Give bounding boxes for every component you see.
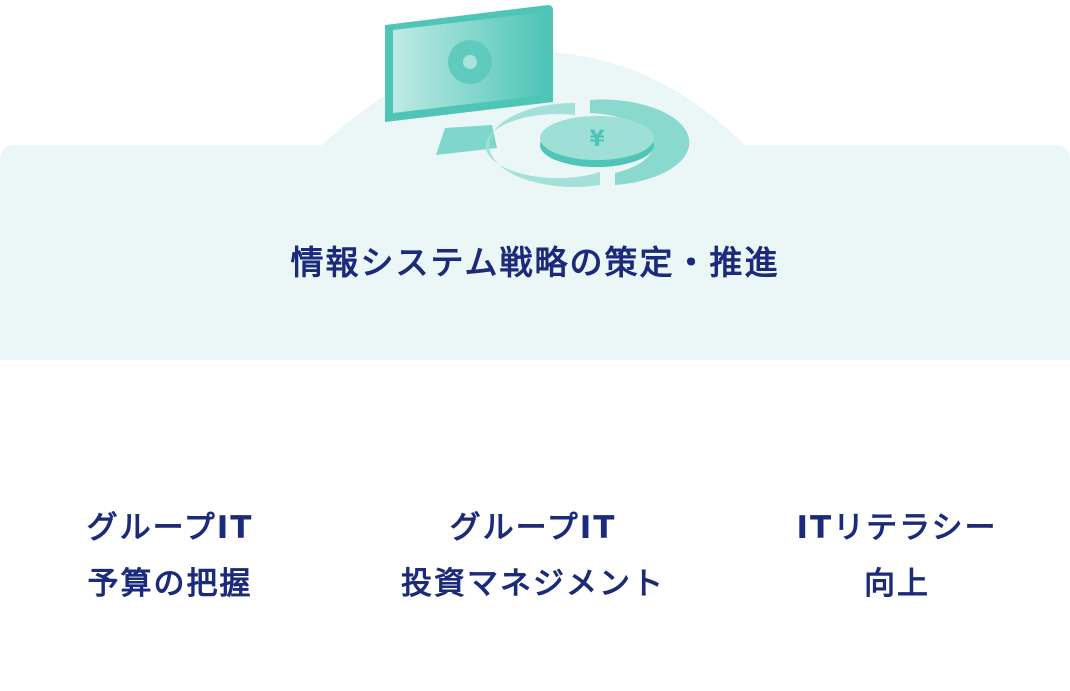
item-line: ITリテラシー [796, 510, 998, 546]
item-line: グループIT [449, 510, 617, 546]
item-line: 投資マネジメント [401, 566, 665, 602]
item-investment: グループIT 投資マネジメント [368, 500, 698, 612]
monitor-gear-icon [385, 5, 553, 155]
item-line: グループIT [86, 510, 254, 546]
item-line: 向上 [864, 566, 930, 602]
page-title: 情報システム戦略の策定・推進 [290, 243, 780, 282]
svg-text:¥: ¥ [589, 127, 605, 152]
yen-coin-cycle-icon: ¥ [485, 99, 690, 187]
header-panel [0, 52, 1070, 360]
item-budget: グループIT 予算の把握 [5, 500, 335, 612]
item-literacy: ITリテラシー 向上 [732, 500, 1062, 612]
item-line: 予算の把握 [87, 566, 253, 602]
